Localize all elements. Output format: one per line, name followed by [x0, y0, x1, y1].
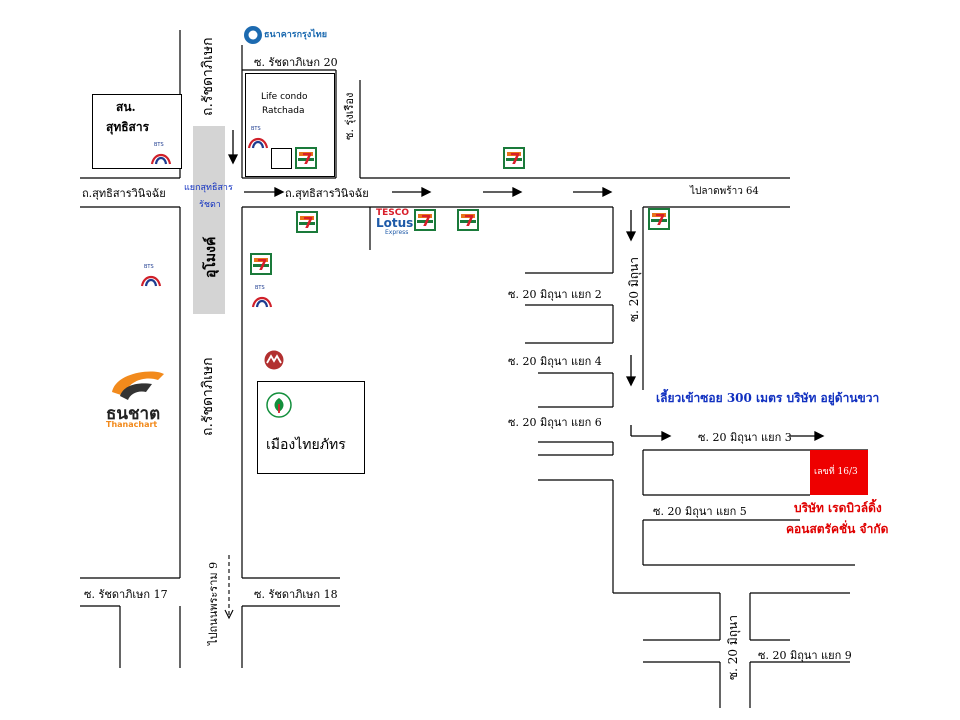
road-label-soi-20-mithuna-bottom: ซ. 20 มิถุนา	[726, 615, 740, 680]
seven-eleven-icon: 7	[414, 209, 436, 231]
tesco-label-2: Lotus	[376, 216, 414, 230]
road-label-soi-20-mithuna-top: ซ. 20 มิถุนา	[627, 257, 641, 322]
road-label-to-lat-phrao: ไปลาดพร้าว 64	[690, 186, 759, 197]
bts-logo-icon: BTS	[140, 264, 162, 287]
thanachart-logo-icon	[112, 371, 164, 400]
tesco-label-3: Express	[385, 229, 409, 236]
road-label-sutthisan-right: ถ.สุทธิสารวินิจฉัย	[285, 187, 369, 200]
svg-text:BTS: BTS	[251, 126, 261, 132]
road-label-ratchadaphisek-bottom: ถ.รัชดาภิเษก	[200, 357, 216, 436]
bts-logo-icon: BTS	[150, 142, 172, 165]
bts-logo-icon: BTS	[251, 285, 273, 308]
police-station-label-2: สุทธิสาร	[106, 120, 150, 134]
life-condo-label-2: Ratchada	[262, 106, 305, 116]
tesco-label-1: TESCO	[376, 208, 410, 218]
svg-text:BTS: BTS	[154, 142, 164, 148]
road-label-soi-6: ซ. 20 มิถุนา แยก 6	[508, 416, 602, 429]
road-label-to-rama-9: ไปถนนพระราม 9	[207, 561, 220, 645]
police-station-label-1: สน.	[116, 100, 136, 114]
road-label-soi-9: ซ. 20 มิถุนา แยก 9	[758, 649, 852, 662]
direction-instruction: เลี้ยวเข้าซอย 300 เมตร บริษัท อยู่ด้านขว…	[656, 391, 880, 405]
life-condo-label-1: Life condo	[261, 92, 308, 102]
bank-logo-icon	[244, 26, 262, 44]
road-label-soi-ratchada-20: ซ. รัชดาภิเษก 20	[254, 56, 338, 69]
road-label-soi-2: ซ. 20 มิถุนา แยก 2	[508, 288, 602, 301]
mueang-thai-label: เมืองไทยภัทร	[266, 437, 346, 453]
road-label-soi-4: ซ. 20 มิถุนา แยก 4	[508, 355, 602, 368]
kbank-logo-icon	[266, 392, 292, 418]
seven-eleven-icon: 7	[250, 253, 272, 275]
seven-eleven-icon: 7	[503, 147, 525, 169]
road-label-soi-3: ซ. 20 มิถุนา แยก 3	[698, 431, 792, 444]
road-label-ratchadaphisek-top: ถ.รัชดาภิเษก	[200, 37, 216, 116]
road-label-soi-5: ซ. 20 มิถุนา แยก 5	[653, 505, 747, 518]
road-label-soi-rung-rueang: ซ. รุ่งเรือง	[343, 92, 356, 140]
seven-eleven-icon: 7	[648, 208, 670, 230]
thanachart-en-label: Thanachart	[106, 420, 158, 429]
svg-text:BTS: BTS	[255, 285, 265, 291]
road-label-soi-ratchada-18: ซ. รัชดาภิเษก 18	[254, 588, 338, 601]
destination-marker	[810, 450, 868, 495]
underpass-label: อุโมงค์	[203, 236, 219, 278]
thanachart-thai-label: ธนชาต	[106, 404, 161, 424]
road-label-sutthisan-left: ถ.สุทธิสารวินิจฉัย	[82, 187, 166, 200]
seven-eleven-icon: 7	[295, 147, 317, 169]
company-name-line1: บริษัท เรดบิวล์ดิ้ง	[794, 501, 882, 515]
bts-logo-icon: BTS	[247, 126, 269, 149]
intersection-label-2: รัชดา	[199, 200, 221, 210]
underpass-block	[193, 126, 225, 314]
krungthai-wave-icon	[264, 350, 284, 370]
seven-eleven-icon: 7	[296, 211, 318, 233]
svg-text:BTS: BTS	[144, 264, 154, 270]
small-building	[271, 148, 292, 169]
company-name-line2: คอนสตรัคชั่น จำกัด	[786, 522, 889, 536]
road-label-soi-ratchada-17: ซ. รัชดาภิเษก 17	[84, 588, 168, 601]
intersection-label-1: แยกสุทธิสาร	[184, 183, 233, 193]
bank-logo-text: ธนาคารกรุงไทย	[264, 30, 328, 40]
destination-house-number: เลขที่ 16/3	[814, 467, 858, 477]
seven-eleven-icon: 7	[457, 209, 479, 231]
